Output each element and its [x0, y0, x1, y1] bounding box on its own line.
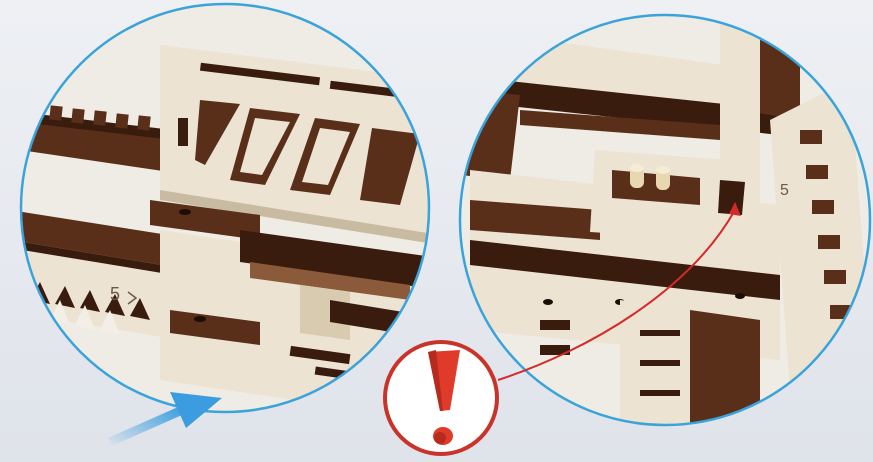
warning-badge: [385, 342, 497, 454]
engraved-mark: 5: [780, 182, 789, 199]
engraved-mark: 5: [110, 284, 120, 304]
